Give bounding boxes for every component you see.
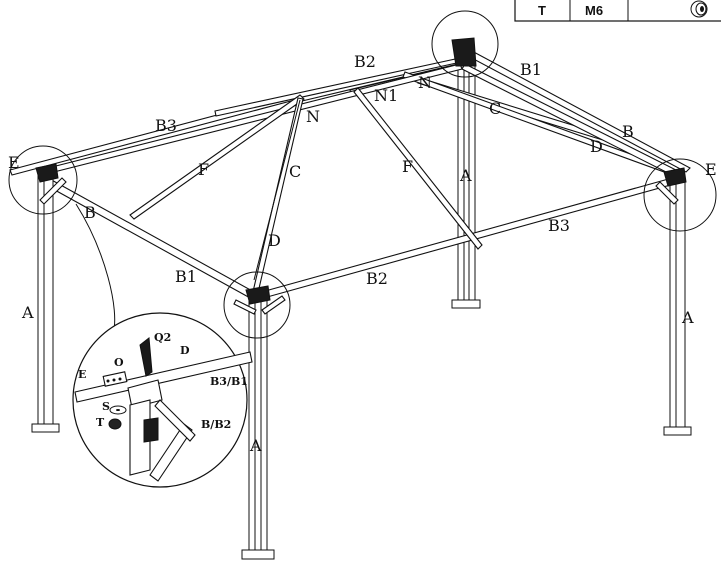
label-F-right: F: [402, 157, 413, 176]
label-A-front: A: [249, 436, 262, 455]
label-B3-right: B3: [548, 216, 570, 235]
leg-back-left: [31, 172, 60, 433]
detail-label-D: D: [180, 344, 190, 357]
label-A-back-center: A: [459, 166, 472, 185]
label-F-left: F: [198, 160, 209, 179]
label-N1: N1: [374, 86, 398, 105]
label-C-right: C: [489, 99, 501, 118]
corner-brackets: [35, 37, 687, 315]
label-B-left: B: [84, 203, 96, 222]
label-A-back-left: A: [21, 303, 34, 322]
highlight-circle-right: [643, 158, 717, 232]
label-B3-left: B3: [155, 116, 177, 135]
label-C-left: C: [289, 162, 301, 181]
detail-label-O: O: [114, 356, 124, 369]
label-B1-front-left: B1: [175, 267, 197, 286]
label-N-left: N: [306, 107, 320, 126]
leg-front: [241, 299, 275, 560]
parts-table-size: M6: [585, 3, 603, 18]
highlight-circle-apex: [431, 10, 499, 78]
label-B2-back: B2: [354, 52, 376, 71]
detail-label-T: T: [96, 416, 105, 429]
label-B1-back-right: B1: [520, 60, 542, 79]
detail-label-S: S: [102, 400, 110, 413]
parts-table-code: T: [538, 3, 546, 18]
label-D-right: D: [590, 137, 603, 156]
label-A-right: A: [681, 308, 694, 327]
detail-callout: [72, 203, 253, 488]
nut-icon: [690, 0, 708, 18]
detail-label-B-B2: B/B2: [201, 418, 231, 431]
detail-label-Q2: Q2: [154, 331, 171, 344]
parts-table: T M6: [514, 0, 721, 22]
detail-label-B3-B1: B3/B1: [210, 375, 248, 388]
label-B2-front: B2: [366, 269, 388, 288]
label-N-right: N: [418, 73, 432, 92]
leg-right: [663, 177, 692, 436]
highlight-circle-front: [223, 271, 291, 339]
label-D-left: D: [268, 231, 281, 250]
label-E-right: E: [705, 160, 717, 179]
label-E-left: E: [8, 153, 20, 172]
highlight-circle-back-left: [8, 145, 78, 215]
label-B-right: B: [622, 122, 634, 141]
detail-label-E: E: [78, 368, 86, 381]
roof-rafters: [9, 49, 691, 178]
